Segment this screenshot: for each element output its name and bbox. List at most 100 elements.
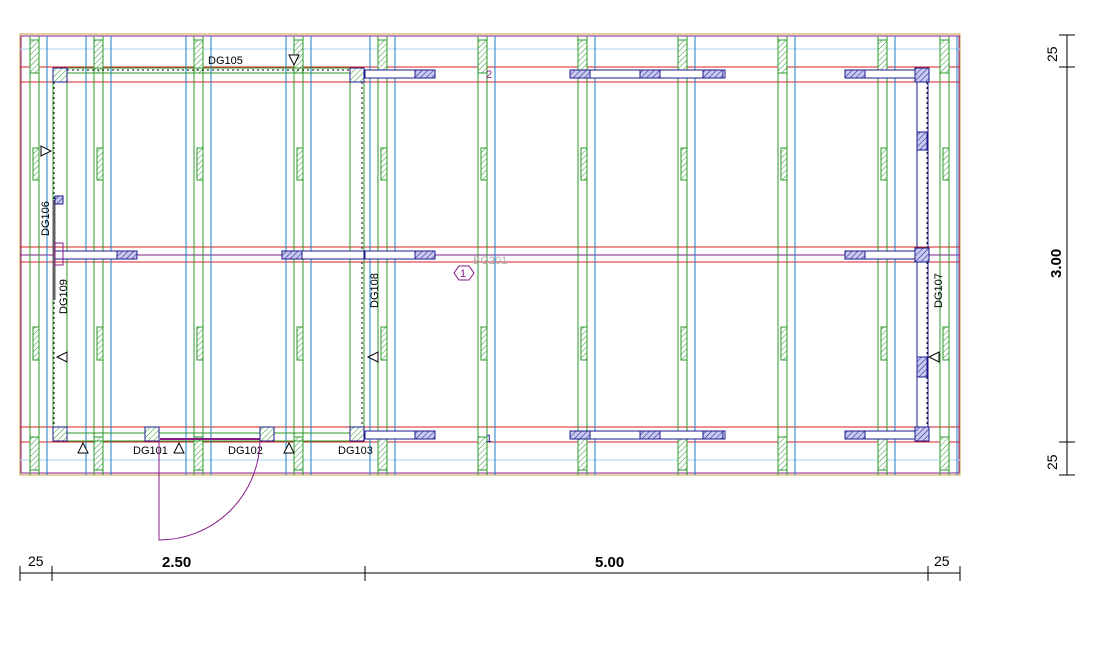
beam-end-hatched	[639, 69, 661, 79]
support-triangle-icon	[288, 54, 300, 67]
post-hatched	[96, 326, 104, 361]
support-triangle-icon	[283, 441, 295, 454]
grid-lines	[19, 33, 961, 476]
post-hatched	[580, 147, 588, 181]
support-triangle-icon	[40, 145, 53, 157]
post-hatched	[293, 436, 304, 471]
post-hatched	[29, 436, 40, 471]
dim-bottom-2-50: 2.50	[162, 554, 191, 571]
post-hatched	[380, 147, 388, 181]
corner-column-hatched	[914, 67, 930, 83]
dimension-lines	[19, 34, 1075, 581]
post-hatched	[942, 326, 950, 361]
beam-label-dg109: DG109	[58, 279, 70, 314]
post-hatched	[32, 147, 40, 181]
beam-end-hatched	[702, 430, 724, 440]
beam-end-hatched	[281, 250, 303, 260]
dim-right-3-00: 3.00	[1048, 249, 1065, 278]
markers	[40, 54, 940, 454]
post-hatched	[939, 39, 950, 74]
post-hatched	[942, 147, 950, 181]
post-hatched	[880, 326, 888, 361]
section-tag-number: 1	[460, 268, 466, 280]
beam-label-dg102: DG102	[228, 445, 263, 457]
post-hatched	[939, 436, 950, 471]
beam-end-hatched	[702, 69, 724, 79]
support-triangle-icon	[927, 351, 940, 363]
beam-end-hatched	[414, 69, 436, 79]
corner-column-hatched	[349, 67, 365, 83]
post-hatched	[880, 147, 888, 181]
post-hatched	[677, 436, 688, 471]
post-hatched	[96, 147, 104, 181]
post-hatched	[93, 436, 104, 471]
wall-block-hatched	[916, 356, 928, 378]
beam-end-hatched	[414, 430, 436, 440]
beam-end-hatched	[569, 69, 591, 79]
beam-label-dg103: DG103	[338, 445, 373, 457]
beam-label-dg106: DG106	[40, 201, 52, 236]
corner-column-hatched	[52, 426, 68, 442]
beam-end-hatched	[414, 250, 436, 260]
beam-label-dg107: DG107	[933, 273, 945, 308]
beam-label-dg101: DG101	[133, 445, 168, 457]
post-hatched	[193, 436, 204, 471]
post-hatched	[780, 326, 788, 361]
beam-label-dg108: DG108	[369, 273, 381, 308]
beam-end-hatched	[116, 250, 138, 260]
beam-label-bg201: BG201	[473, 255, 507, 267]
post-hatched	[480, 326, 488, 361]
beam-end-hatched	[844, 430, 866, 440]
post-hatched	[680, 326, 688, 361]
beam-end-hatched	[569, 430, 591, 440]
support-triangle-icon	[55, 351, 68, 363]
post-hatched	[196, 326, 204, 361]
beam-block-hatched	[54, 195, 64, 205]
post-hatched	[480, 147, 488, 181]
axis-mark-1: 1	[486, 433, 492, 445]
dim-right-25-bottom: 25	[1044, 454, 1060, 470]
post-hatched	[780, 147, 788, 181]
beam-end-hatched	[844, 250, 866, 260]
post-hatched	[477, 436, 488, 471]
post-hatched	[377, 39, 388, 74]
support-triangle-icon	[77, 441, 89, 454]
corner-column-hatched	[914, 426, 930, 442]
corner-column-hatched	[914, 247, 930, 263]
post-hatched	[477, 39, 488, 74]
corner-column-hatched	[52, 67, 68, 83]
section-tag-hexagon	[453, 265, 475, 281]
dim-bottom-5-00: 5.00	[595, 554, 624, 571]
beam-end-hatched	[844, 69, 866, 79]
post-hatched	[296, 326, 304, 361]
beams	[54, 69, 916, 440]
post-hatched	[680, 147, 688, 181]
post-hatched	[777, 39, 788, 74]
beam-label-dg105: DG105	[208, 55, 243, 67]
corner-column-hatched	[349, 426, 365, 442]
post-hatched	[196, 147, 204, 181]
corner-column-hatched	[144, 426, 160, 442]
post-hatched	[29, 39, 40, 74]
post-hatched	[296, 147, 304, 181]
support-triangle-icon	[173, 441, 185, 454]
post-hatched	[877, 39, 888, 74]
post-hatched	[577, 436, 588, 471]
dim-bottom-25-right: 25	[934, 553, 950, 569]
post-hatched	[32, 326, 40, 361]
corner-column-hatched	[259, 426, 275, 442]
wall-block-hatched	[916, 131, 928, 151]
axis-mark-2: 2	[486, 69, 492, 81]
beam-joint-marker	[54, 242, 64, 266]
post-hatched	[777, 436, 788, 471]
door-swing-arc	[158, 440, 261, 541]
post-hatched	[377, 436, 388, 471]
post-hatched	[577, 39, 588, 74]
post-hatched	[877, 436, 888, 471]
dim-right-25-top: 25	[1044, 46, 1060, 62]
dim-bottom-25-left: 25	[28, 553, 44, 569]
post-hatched	[677, 39, 688, 74]
post-hatched	[380, 326, 388, 361]
post-hatched	[580, 326, 588, 361]
